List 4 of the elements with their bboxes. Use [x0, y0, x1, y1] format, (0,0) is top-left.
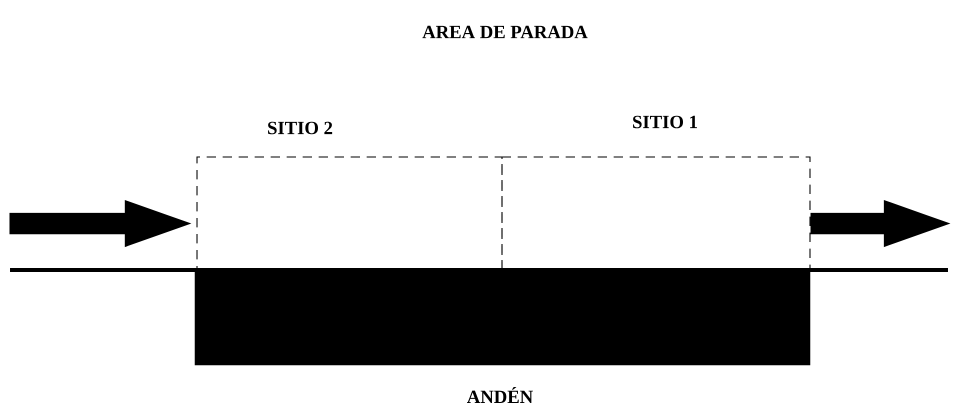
space-label: SITIO 1	[633, 116, 697, 128]
title: AREA DE PARADA	[422, 26, 588, 38]
platform-label: ANDÉN	[467, 386, 533, 404]
space-label: SITIO 2	[268, 122, 332, 134]
